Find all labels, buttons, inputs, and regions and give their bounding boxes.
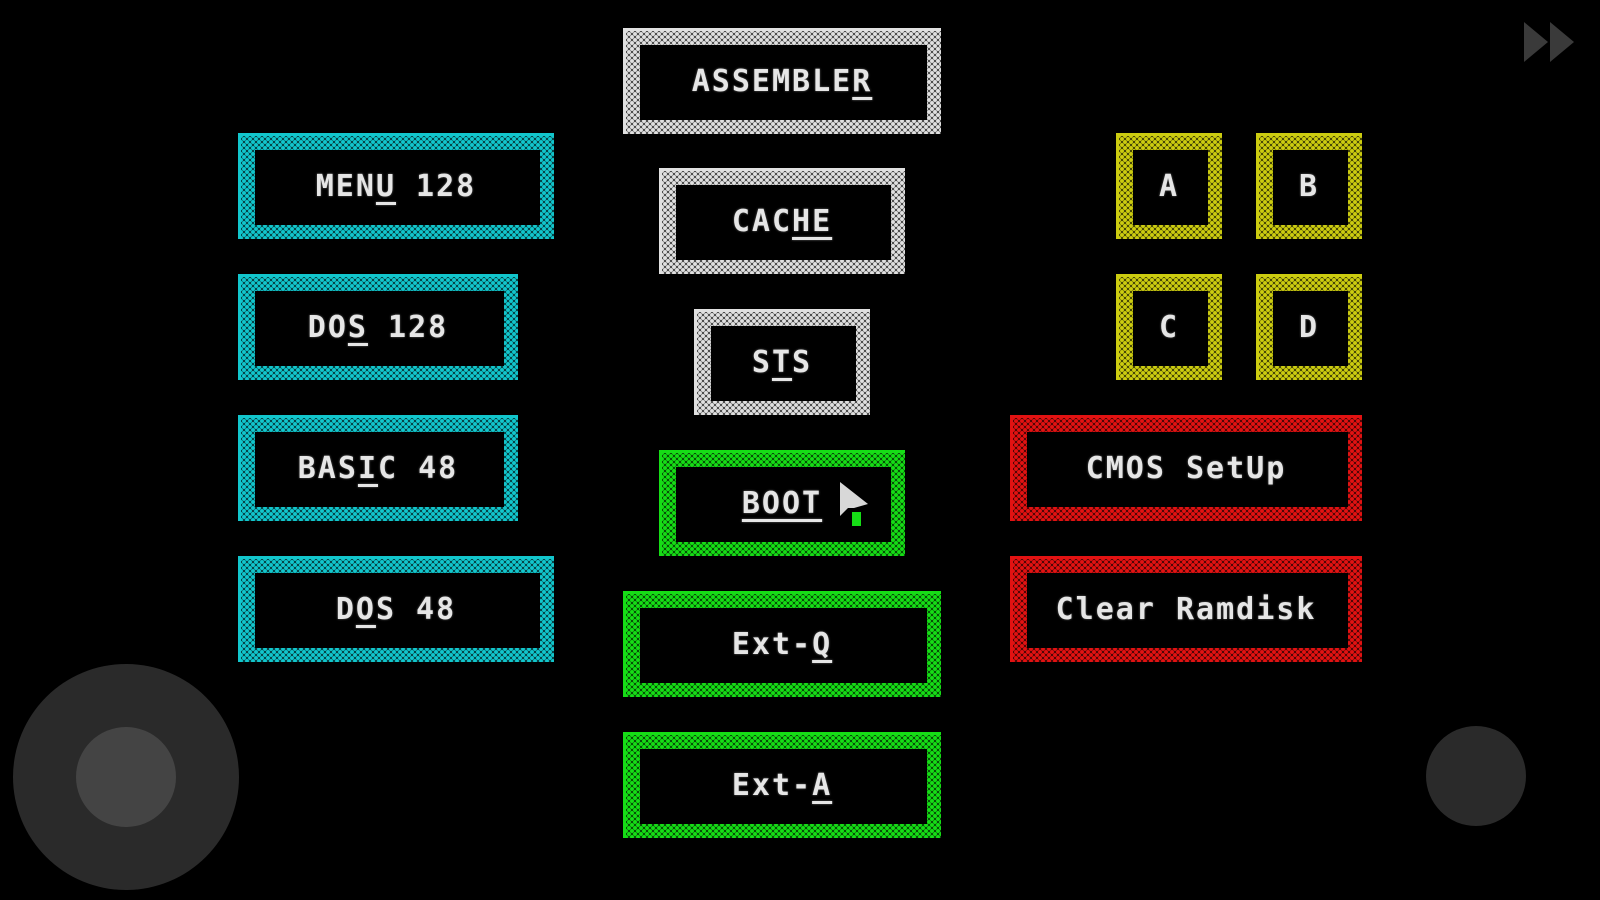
cmos-setup-label: CMOS SetUp xyxy=(1085,450,1287,486)
boot-label: BOOT xyxy=(741,485,823,521)
drive-b-button[interactable]: B xyxy=(1256,133,1362,239)
menu-128-label: MENU 128 xyxy=(315,168,477,204)
ext-a-label: Ext-A xyxy=(731,767,833,803)
virtual-joystick[interactable] xyxy=(13,664,239,890)
basic-48-button[interactable]: BASIC 48 xyxy=(238,415,518,521)
clear-ramdisk-button[interactable]: Clear Ramdisk xyxy=(1010,556,1362,662)
basic-48-label: BASIC 48 xyxy=(297,450,459,486)
drive-b-label: B xyxy=(1298,168,1320,204)
sts-label: STS xyxy=(751,344,813,380)
drive-a-label: A xyxy=(1158,168,1180,204)
assembler-button[interactable]: ASSEMBLER xyxy=(623,28,941,134)
assembler-label: ASSEMBLER xyxy=(691,63,873,99)
cache-label: CACHE xyxy=(731,203,833,239)
drive-a-button[interactable]: A xyxy=(1116,133,1222,239)
dos-48-label: DOS 48 xyxy=(335,591,457,627)
fast-forward-arrow-2 xyxy=(1550,22,1574,62)
sts-button[interactable]: STS xyxy=(694,309,870,415)
dos-48-button[interactable]: DOS 48 xyxy=(238,556,554,662)
menu-128-button[interactable]: MENU 128 xyxy=(238,133,554,239)
drive-c-label: C xyxy=(1158,309,1180,345)
drive-d-button[interactable]: D xyxy=(1256,274,1362,380)
ext-a-button[interactable]: Ext-A xyxy=(623,732,941,838)
dos-128-label: DOS 128 xyxy=(307,309,449,345)
fast-forward-icon[interactable] xyxy=(1524,22,1580,62)
ext-q-label: Ext-Q xyxy=(731,626,833,662)
drive-c-button[interactable]: C xyxy=(1116,274,1222,380)
drive-d-label: D xyxy=(1298,309,1320,345)
cmos-setup-button[interactable]: CMOS SetUp xyxy=(1010,415,1362,521)
joystick-knob[interactable] xyxy=(76,727,176,827)
clear-ramdisk-label: Clear Ramdisk xyxy=(1055,591,1317,627)
mouse-cursor-icon xyxy=(840,482,868,526)
ext-q-button[interactable]: Ext-Q xyxy=(623,591,941,697)
fire-button[interactable] xyxy=(1426,726,1526,826)
cache-button[interactable]: CACHE xyxy=(659,168,905,274)
fast-forward-arrow-1 xyxy=(1524,22,1548,62)
dos-128-button[interactable]: DOS 128 xyxy=(238,274,518,380)
